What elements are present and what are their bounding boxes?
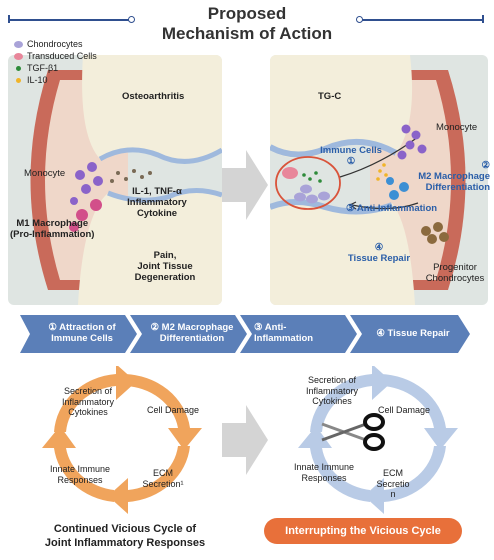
vicious-cycle-diagram: [42, 366, 202, 514]
left-innate-label: Innate Immune Responses: [49, 464, 111, 485]
m1-macrophage-label: M1 Macrophage (Pro-Inflammation): [10, 218, 95, 240]
left-secretion-label: Secretion of Inflammatory Cytokines: [61, 386, 114, 417]
title-decoration-left: [8, 14, 138, 24]
osteoarthritis-panel: [8, 55, 222, 305]
right-ecm-label: ECM Secretio n: [376, 468, 410, 499]
interrupt-cycle-caption: Interrupting the Vicious Cycle: [264, 518, 462, 544]
transduced-cell-icon: [14, 52, 23, 60]
left-cell-damage-label: Cell Damage: [146, 405, 200, 415]
legend-item-chondrocytes: Chondrocytes: [14, 38, 97, 50]
legend-item-tgf-b1: TGF-β1: [14, 62, 97, 74]
m2-macrophage-label: ② M2 Macrophage Differentiation: [418, 160, 490, 193]
chondrocyte-icon: [14, 40, 23, 48]
pain-label: Pain, Joint Tissue Degeneration: [134, 250, 196, 283]
right-monocyte-label: Monocyte: [436, 122, 478, 133]
interrupted-cycle-diagram: [298, 366, 458, 514]
right-innate-label: Innate Immune Responses: [293, 462, 355, 483]
tg-c-panel: [270, 55, 488, 305]
right-cell-damage-label: Cell Damage: [377, 405, 431, 415]
tg-c-joint-illustration: [270, 55, 466, 305]
step-4: ④ Tissue Repair: [376, 328, 450, 339]
interrupt-arrow-icon: [222, 405, 268, 475]
left-cycle-caption: Continued Vicious Cycle of Joint Inflamm…: [44, 523, 206, 549]
osteoarthritis-title: Osteoarthritis: [122, 91, 185, 102]
scissors-icon: [321, 413, 385, 451]
progenitor-label: Progenitor Chondrocytes: [425, 262, 485, 284]
tissue-repair-label: ④ Tissue Repair: [347, 242, 411, 264]
tgf-b1-dot-icon: [16, 65, 21, 71]
left-ecm-label: ECM Secretion¹: [142, 468, 184, 489]
cytokine-label: IL-1, TNF-α Inflammatory Cytokine: [127, 186, 187, 219]
left-monocyte-label: Monocyte: [24, 168, 66, 179]
legend: Chondrocytes Transduced Cells TGF-β1 IL-…: [14, 38, 97, 86]
page-title: Proposed Mechanism of Action: [120, 4, 374, 44]
il-10-dot-icon: [16, 77, 21, 83]
osteoarthritis-joint-illustration: [30, 55, 222, 305]
anti-inflammation-label: ③ Anti Inflammation: [346, 203, 438, 214]
title-decoration-right: [356, 14, 486, 24]
right-secretion-label: Secretion of Inflammatory Cytokines: [305, 375, 358, 406]
legend-item-il-10: IL-10: [14, 74, 97, 86]
title-line-1: Proposed: [207, 4, 287, 23]
legend-item-transduced-cells: Transduced Cells: [14, 50, 97, 62]
step-3: ③ Anti-Inflammation: [254, 322, 314, 344]
immune-cells-label: Immune Cells ①: [320, 145, 382, 167]
transition-arrow-icon: [222, 150, 268, 220]
steps-chevrons: [20, 315, 470, 353]
tg-c-title: TG-C: [318, 91, 342, 102]
title-line-2: Mechanism of Action: [161, 24, 333, 43]
